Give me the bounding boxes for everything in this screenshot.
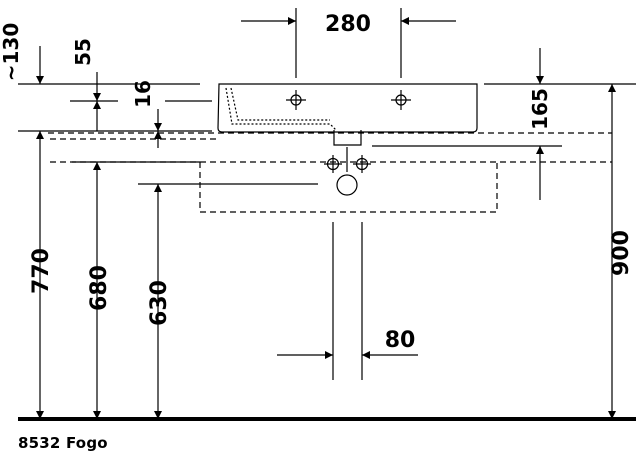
dim-label-900: 900 xyxy=(609,230,634,276)
siphon xyxy=(324,147,371,196)
cabinet-dashed xyxy=(199,162,498,213)
basin-inner-contour xyxy=(225,87,337,131)
dim-arrows xyxy=(36,17,616,419)
washbasin-outline xyxy=(217,83,478,133)
basin-inner-contour-2 xyxy=(230,87,330,121)
dim-label-16: 16 xyxy=(131,80,155,108)
dim-label-770: 770 xyxy=(29,248,54,294)
dim-label-680: 680 xyxy=(87,265,112,311)
dim-label-55: 55 xyxy=(71,38,95,66)
faucet-hole-right xyxy=(391,90,411,110)
dim-label-130: ~130 xyxy=(0,23,23,82)
dim-label-165: 165 xyxy=(528,88,552,130)
drain-neck xyxy=(333,130,362,146)
dim-label-630: 630 xyxy=(147,280,172,326)
dim-label-280: 280 xyxy=(325,12,371,37)
dim-label-80: 80 xyxy=(385,328,416,353)
product-label: 8532 Fogo xyxy=(18,434,108,452)
faucet-hole-left xyxy=(286,90,306,110)
